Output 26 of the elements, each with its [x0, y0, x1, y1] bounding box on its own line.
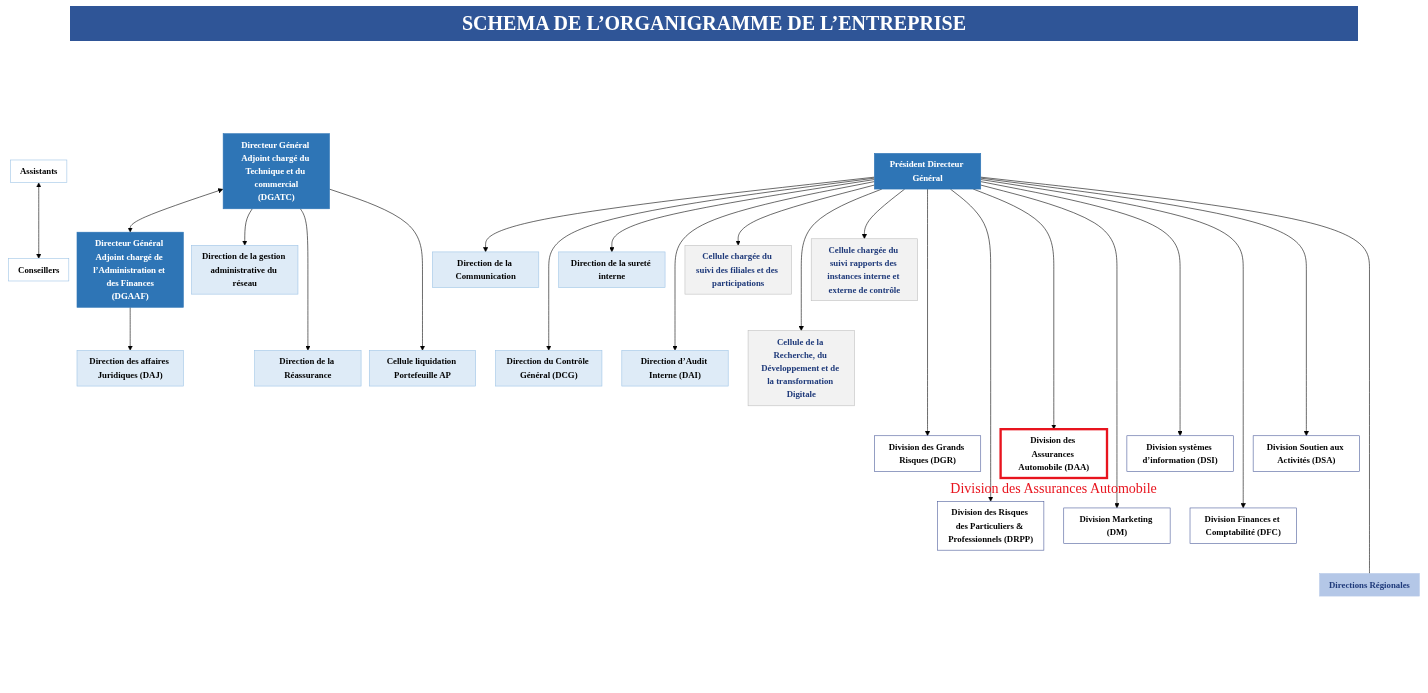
- node-box: Direction de la sureté interne: [558, 251, 666, 288]
- annotation-text: Division des Assurances Automobile: [950, 481, 1157, 498]
- node-box: Président Directeur Général: [874, 153, 982, 190]
- node-box: Division des Assurances Automobile (DAA): [999, 428, 1109, 480]
- node-box: Direction de la gestion administrative du réseau: [191, 245, 299, 295]
- node-box: Cellule de la Recherche, du Développement et de la transformation Digitale: [747, 330, 855, 407]
- node-box: Direction de la Réassurance: [254, 350, 362, 387]
- node-box: Direction de la Communication: [432, 251, 540, 288]
- node-box: Division des Grands Risques (DGR): [874, 435, 982, 472]
- node-box: Cellule chargée du suivi rapports des instances interne et externe de contrôle: [810, 238, 918, 302]
- node-box: Cellule chargée du suivi des filiales et des participations: [684, 245, 792, 295]
- node-box: Division Finances et Comptabilité (DFC): [1189, 507, 1297, 544]
- node-box: Conseillers: [8, 258, 70, 282]
- node-box: Division Marketing (DM): [1063, 507, 1171, 544]
- node-box: Division systèmes d’information (DSI): [1126, 435, 1234, 472]
- node-box: Division Soutien aux Activités (DSA): [1252, 435, 1360, 472]
- node-box: Directions Régionales: [1319, 573, 1420, 597]
- diagram-title: SCHEMA DE L’ORGANIGRAMME DE L’ENTREPRISE: [70, 6, 1358, 41]
- node-box: Direction d’Audit Interne (DAI): [621, 350, 729, 387]
- node-box: Cellule liquidation Portefeuille AP: [369, 350, 476, 387]
- node-box: Directeur Général Adjoint chargé du Technique et du commercial (DGATC): [222, 133, 330, 210]
- node-box: Assistants: [10, 159, 68, 183]
- node-box: Directeur Général Adjoint chargé de l’Administration et des Finances (DGAAF): [76, 232, 184, 308]
- node-box: Direction des affaires Juridiques (DAJ): [76, 350, 184, 387]
- node-box: Direction du Contrôle Général (DCG): [495, 350, 603, 387]
- node-box: Division des Risques des Particuliers & Professionnels (DRPP): [937, 501, 1045, 551]
